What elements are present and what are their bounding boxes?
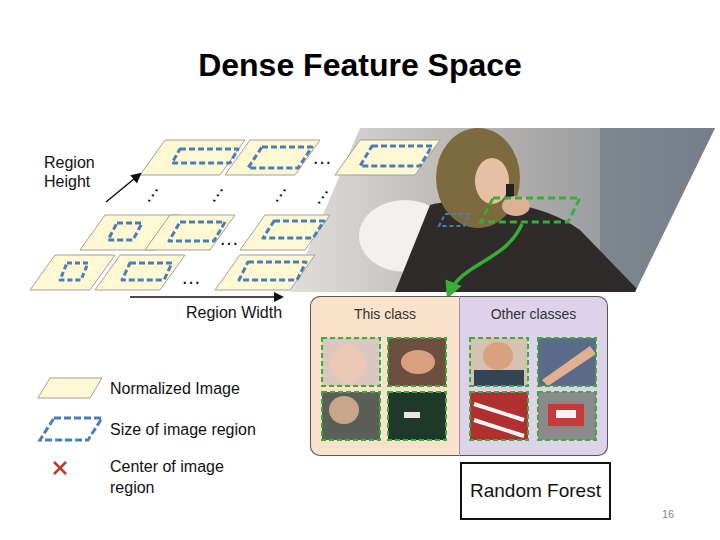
photo-part (439, 214, 470, 226)
legend-samples (38, 378, 102, 474)
tile-part (225, 140, 320, 175)
thumbnail-part (404, 412, 420, 418)
thumbnail-part (401, 350, 435, 374)
thumbnail-frame-part (470, 338, 528, 386)
thumbnail (322, 392, 380, 440)
axis-arrows (106, 174, 282, 297)
thumbnail-frame-part (388, 392, 446, 440)
legend-text: Normalized Image (110, 379, 270, 400)
legend-entry: Normalized Image (110, 379, 270, 400)
class-panel: This class (310, 296, 460, 456)
tile-part (360, 146, 432, 166)
tile-part (122, 263, 172, 280)
tile-part (240, 215, 330, 250)
tile-part (263, 221, 324, 238)
tile-part (60, 263, 88, 280)
panel-fill (310, 296, 608, 456)
ellipsis: … (181, 267, 201, 287)
thumbnail-part (548, 404, 584, 426)
tile (335, 140, 440, 175)
legend-samples-part-part (54, 462, 66, 474)
thumbnail-part (470, 392, 528, 440)
thumbnail-part (483, 342, 513, 370)
thumbnail-part (556, 410, 576, 418)
ellipsis: … (219, 228, 239, 248)
tile-part (239, 262, 306, 280)
slide-title: Dense Feature Space (0, 47, 720, 84)
panel-fill-part (310, 296, 608, 456)
class-panel: Other classes (460, 296, 608, 456)
photo-part (250, 120, 720, 300)
thumbnail (538, 392, 596, 440)
thumbnail (470, 392, 528, 440)
thumbnail-part (538, 392, 596, 440)
ellipsis: … (312, 147, 332, 167)
thumbnail-frame-part (538, 338, 596, 386)
axis-label: Region Height (44, 153, 106, 191)
tile-part (215, 255, 315, 290)
legend-entry: Center of image region (110, 457, 270, 499)
thumbnail (470, 338, 528, 386)
photo (250, 120, 720, 300)
tile-part (335, 140, 440, 175)
tile-part (172, 149, 238, 163)
thumbnail-part (322, 392, 380, 440)
thumbnails (322, 338, 596, 440)
feature-tiles (30, 140, 440, 290)
tile-part (169, 222, 225, 241)
legend-text: Center of image region (110, 457, 270, 499)
thumbnail-part (470, 338, 528, 386)
tile-part (95, 255, 185, 290)
tile (225, 140, 320, 175)
tile (95, 255, 185, 290)
thumbnail-part (542, 346, 596, 386)
legend-samples-part (54, 462, 66, 474)
tile-part (108, 223, 142, 240)
thumbnail-frame-part (538, 392, 596, 440)
ellipsis: … (262, 178, 290, 206)
thumbnail-part (329, 396, 359, 424)
page-number: 16 (662, 508, 674, 521)
panel-fill-part (310, 296, 460, 456)
axis-arrows-part (130, 296, 282, 298)
thumbnail-frame-part (388, 338, 446, 386)
thumbnail-part (474, 404, 524, 436)
thumbnail-frame-part (322, 338, 380, 386)
panel-heading: Other classes (460, 297, 607, 323)
legend-samples-part (40, 418, 102, 440)
thumbnail-part (330, 344, 366, 384)
axis-label: Region Width (186, 303, 282, 322)
thumbnail-frame-part (470, 392, 528, 440)
selected-region-part (481, 198, 580, 222)
legend-text: Size of image region (110, 420, 270, 441)
thumbnail-part (322, 338, 380, 386)
photo-part (475, 158, 509, 204)
ellipsis: … (134, 178, 162, 206)
legend-entry: Size of image region (110, 420, 270, 441)
selected-region-part (449, 224, 522, 294)
legend-samples-part-part (54, 462, 66, 474)
ellipsis: … (199, 178, 227, 206)
thumbnail-part (388, 392, 446, 440)
thumbnail-part (388, 338, 446, 386)
thumbnail (388, 338, 446, 386)
thumbnail (388, 392, 446, 440)
thumbnail-frame (322, 338, 596, 440)
tile-part (248, 147, 312, 168)
thumbnail-part (474, 370, 524, 386)
box-label: Random Forest (470, 480, 601, 503)
thumbnail-frame-part (322, 392, 380, 440)
legend-samples-part (38, 378, 102, 398)
tile (215, 255, 315, 290)
thumbnail (538, 338, 596, 386)
axis-arrows-part (106, 174, 140, 202)
classifier-box: Random Forest (460, 462, 611, 520)
panel-heading: This class (311, 297, 459, 323)
thumbnail-part (538, 338, 596, 386)
thumbnail (322, 338, 380, 386)
selected-region (449, 198, 580, 294)
tile (240, 215, 330, 250)
